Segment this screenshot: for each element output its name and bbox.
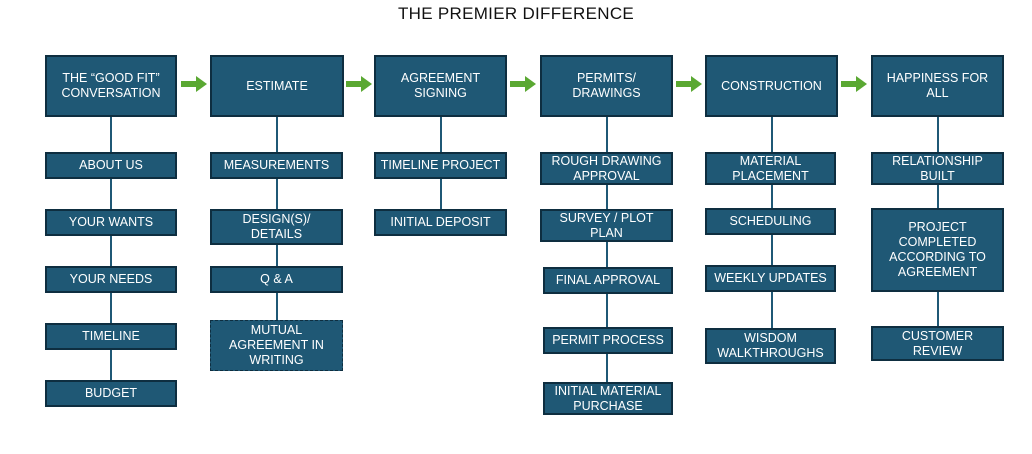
step-initial-material-purchase: INITIAL MATERIAL PURCHASE	[543, 382, 673, 415]
step-timeline: TIMELINE	[45, 323, 177, 350]
step-rough-drawing-approval: ROUGH DRAWING APPROVAL	[540, 152, 673, 185]
step-about-us: ABOUT US	[45, 152, 177, 179]
arrow-right-icon	[510, 76, 536, 92]
step-material-placement: MATERIAL PLACEMENT	[705, 152, 836, 185]
stage-estimate: ESTIMATE	[210, 55, 344, 117]
stage-agreement-signing: AGREEMENT SIGNING	[374, 55, 507, 117]
step-initial-deposit: INITIAL DEPOSIT	[374, 209, 507, 236]
step-budget: BUDGET	[45, 380, 177, 407]
step-mutual-agreement: MUTUAL AGREEMENT IN WRITING	[210, 320, 343, 371]
stage-construction: CONSTRUCTION	[705, 55, 838, 117]
arrow-right-icon	[676, 76, 702, 92]
step-survey-plot-plan: SURVEY / PLOT PLAN	[540, 209, 673, 242]
connector-line	[606, 116, 608, 398]
stage-permits-drawings: PERMITS/ DRAWINGS	[540, 55, 673, 117]
stage-good-fit-conversation: THE “GOOD FIT” CONVERSATION	[45, 55, 177, 117]
connector-line	[110, 116, 112, 394]
step-measurements: MEASUREMENTS	[210, 152, 343, 179]
step-designs-details: DESIGN(S)/ DETAILS	[210, 209, 343, 245]
step-relationship-built: RELATIONSHIP BUILT	[871, 152, 1004, 185]
step-timeline-project: TIMELINE PROJECT	[374, 152, 507, 179]
arrow-right-icon	[346, 76, 372, 92]
step-final-approval: FINAL APPROVAL	[543, 267, 673, 294]
step-customer-review: CUSTOMER REVIEW	[871, 326, 1004, 361]
arrow-right-icon	[841, 76, 867, 92]
diagram-title: THE PREMIER DIFFERENCE	[397, 4, 635, 23]
step-project-completed: PROJECT COMPLETED ACCORDING TO AGREEMENT	[871, 208, 1004, 292]
arrow-right-icon	[181, 76, 207, 92]
stage-happiness-for-all: HAPPINESS FOR ALL	[871, 55, 1004, 117]
step-q-and-a: Q & A	[210, 266, 343, 293]
step-your-needs: YOUR NEEDS	[45, 266, 177, 293]
step-wisdom-walkthroughs: WISDOM WALKTHROUGHS	[705, 328, 836, 364]
step-scheduling: SCHEDULING	[705, 208, 836, 235]
step-permit-process: PERMIT PROCESS	[543, 327, 673, 354]
step-your-wants: YOUR WANTS	[45, 209, 177, 236]
step-weekly-updates: WEEKLY UPDATES	[705, 265, 836, 292]
